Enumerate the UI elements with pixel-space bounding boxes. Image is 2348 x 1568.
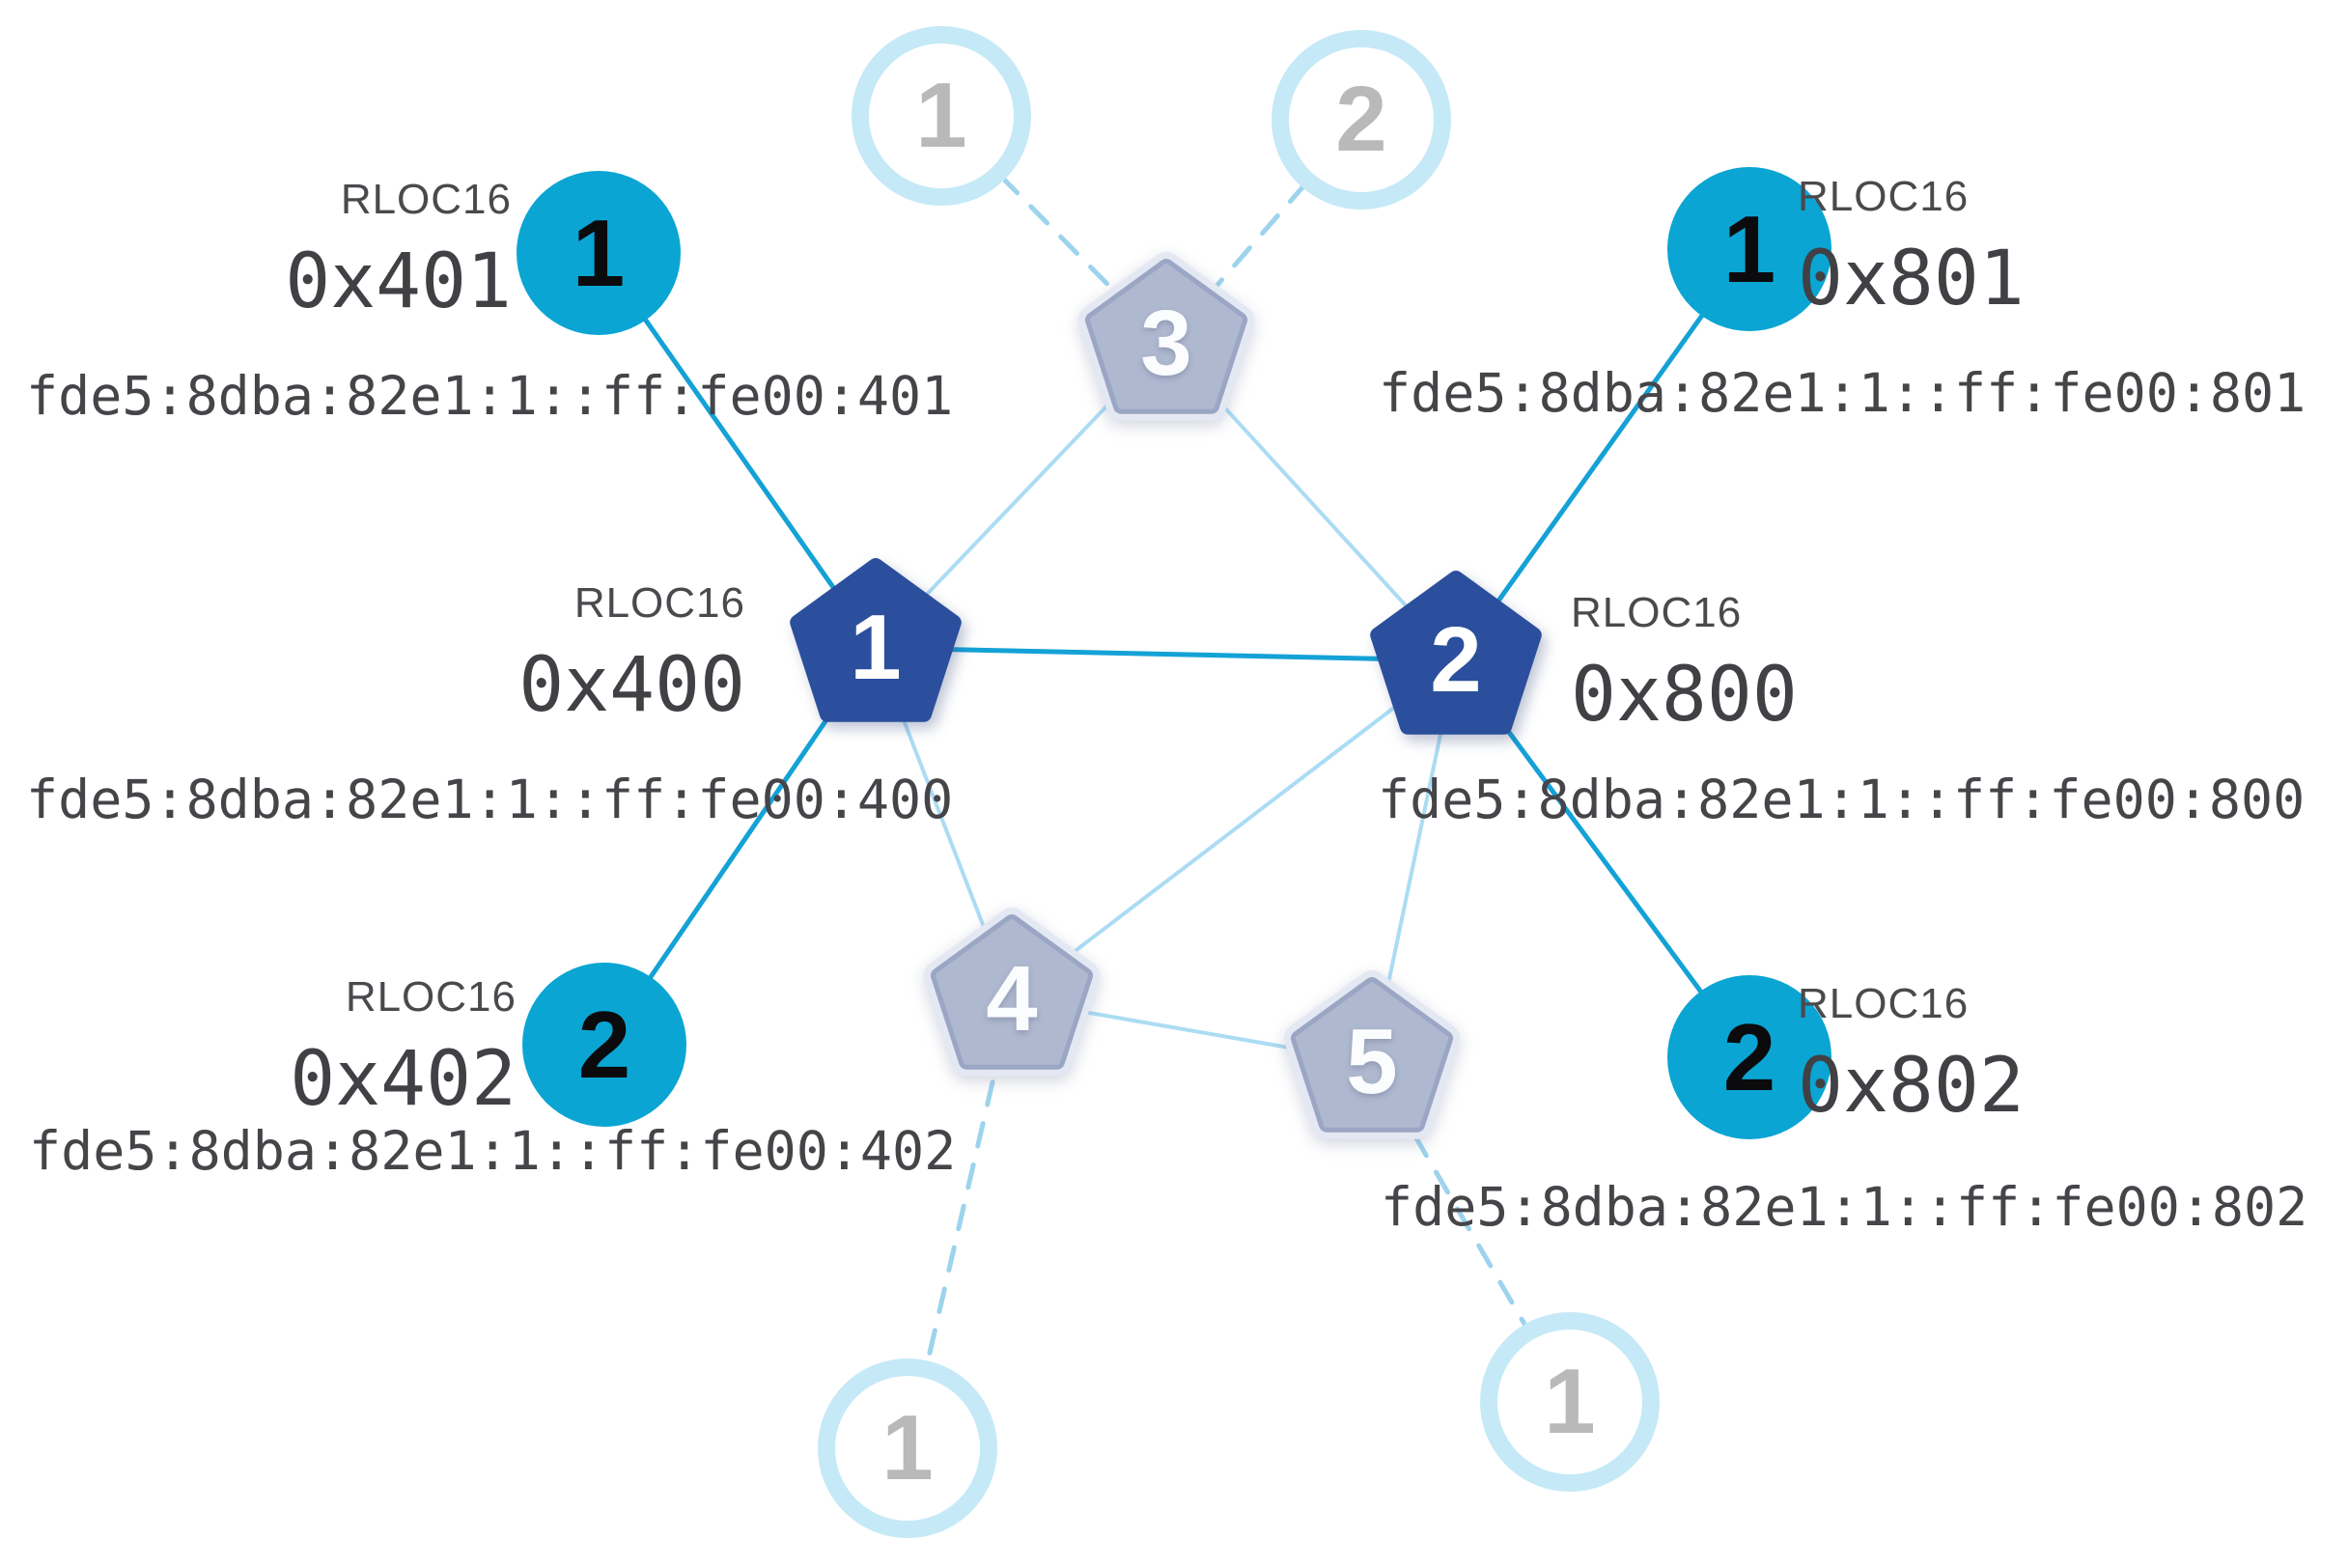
rloc16-value-0x402: 0x402: [290, 1036, 517, 1123]
ipv6-address-0x801: fde5:8dba:82e1:1::ff:fe00:801: [1379, 362, 2306, 424]
node-faded-end-device-bottom-right-label: 1: [1544, 1350, 1596, 1453]
router-5-pentagon-icon: [1283, 970, 1461, 1139]
rloc16-value-0x800: 0x800: [1571, 652, 1798, 739]
node-end-device-0x401-label: 1: [572, 199, 626, 306]
node-router-3-label: 3: [1140, 292, 1192, 395]
node-router-1: 1: [779, 556, 972, 740]
rloc16-caption: RLOC16: [1798, 980, 1970, 1027]
node-faded-end-device-bottom-left: 1: [818, 1358, 997, 1538]
node-router-5-faded: 5: [1275, 970, 1468, 1154]
node-router-3-faded: 3: [1070, 252, 1263, 435]
rloc16-value-0x401: 0x401: [285, 238, 512, 325]
node-end-device-0x401: 1: [517, 171, 681, 335]
node-faded-end-device-top-1-label: 1: [915, 64, 967, 167]
node-end-device-0x802: 2: [1667, 975, 1831, 1139]
node-router-2: 2: [1359, 569, 1552, 752]
rloc16-block-0x800: RLOC16 0x800: [1571, 588, 1798, 739]
edge-c801-p2: [1453, 247, 1752, 662]
router-3-pentagon-icon: [1077, 252, 1255, 421]
edge-p2-p4: [1010, 658, 1458, 1001]
rloc16-block-0x802: RLOC16 0x802: [1798, 979, 2025, 1130]
node-faded-end-device-top-2: 2: [1272, 30, 1451, 210]
node-faded-end-device-bottom-right: 1: [1480, 1312, 1660, 1492]
edge-p1-p2: [875, 645, 1457, 663]
node-router-4-label: 4: [986, 947, 1038, 1050]
rloc16-value-0x801: 0x801: [1798, 236, 2025, 322]
ipv6-address-0x401: fde5:8dba:82e1:1::ff:fe00:401: [26, 365, 954, 427]
node-end-device-0x402-label: 2: [577, 991, 631, 1098]
rloc16-caption: RLOC16: [1571, 589, 1743, 636]
node-faded-end-device-top-2-label: 2: [1335, 68, 1387, 171]
ipv6-address-0x802: fde5:8dba:82e1:1::ff:fe00:802: [1381, 1176, 2308, 1238]
node-end-device-0x801-label: 1: [1722, 195, 1776, 302]
node-end-device-0x802-label: 2: [1722, 1003, 1776, 1110]
node-router-4-faded: 4: [915, 908, 1108, 1091]
node-faded-end-device-top-1: 1: [852, 26, 1031, 206]
node-end-device-0x402: 2: [522, 963, 686, 1127]
rloc16-value-0x802: 0x802: [1798, 1043, 2025, 1130]
node-end-device-0x801: 1: [1667, 167, 1831, 331]
rloc16-block-0x401: RLOC16 0x401: [285, 175, 512, 325]
ipv6-address-0x402: fde5:8dba:82e1:1::ff:fe00:402: [29, 1120, 957, 1182]
ipv6-address-0x800: fde5:8dba:82e1:1::ff:fe00:800: [1378, 769, 2306, 830]
router-4-pentagon-icon: [923, 908, 1101, 1077]
rloc16-caption: RLOC16: [573, 579, 745, 627]
rloc16-caption: RLOC16: [340, 176, 512, 223]
node-router-1-label: 1: [850, 596, 902, 699]
node-faded-end-device-bottom-left-label: 1: [881, 1396, 934, 1499]
node-router-2-label: 2: [1430, 608, 1482, 712]
rloc16-block-0x402: RLOC16 0x402: [290, 972, 517, 1123]
rloc16-caption: RLOC16: [345, 973, 517, 1021]
node-router-5-label: 5: [1346, 1010, 1398, 1113]
rloc16-block-0x400: RLOC16 0x400: [518, 578, 745, 729]
ipv6-address-0x400: fde5:8dba:82e1:1::ff:fe00:400: [26, 769, 954, 830]
rloc16-caption: RLOC16: [1798, 173, 1970, 220]
router-2-pentagon-icon: [1370, 571, 1542, 735]
router-1-pentagon-icon: [790, 558, 962, 722]
rloc16-value-0x400: 0x400: [518, 642, 745, 729]
rloc16-block-0x801: RLOC16 0x801: [1798, 172, 2025, 322]
